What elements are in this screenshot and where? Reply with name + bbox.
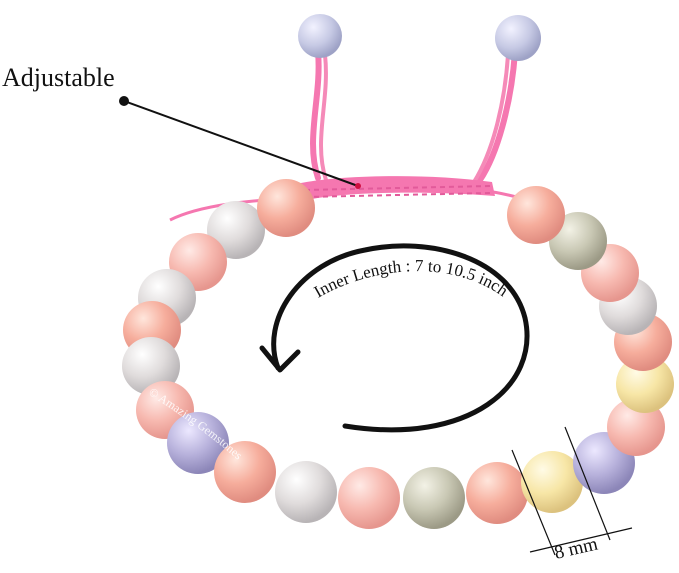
adjustable-pointer (119, 96, 361, 189)
bead-ring (122, 179, 674, 529)
bead (122, 337, 180, 395)
inner-length-arrow (259, 243, 530, 433)
bead (521, 451, 583, 513)
bead (167, 412, 229, 474)
bead-size-label: 8 mm (552, 534, 600, 564)
bead (214, 441, 276, 503)
bead (507, 186, 565, 244)
bead (338, 467, 400, 529)
bead (607, 398, 665, 456)
bead (403, 467, 465, 529)
adjustable-label: Adjustable (2, 63, 115, 92)
bead (616, 355, 674, 413)
bead (257, 179, 315, 237)
bead (275, 461, 337, 523)
bead-size-dimension (511, 426, 633, 556)
sliding-knot (296, 176, 495, 202)
bead (207, 201, 265, 259)
bead (549, 212, 607, 270)
cord-end-bead-right (495, 15, 541, 61)
cord-end-bead-left (298, 14, 342, 58)
bead (466, 462, 528, 524)
